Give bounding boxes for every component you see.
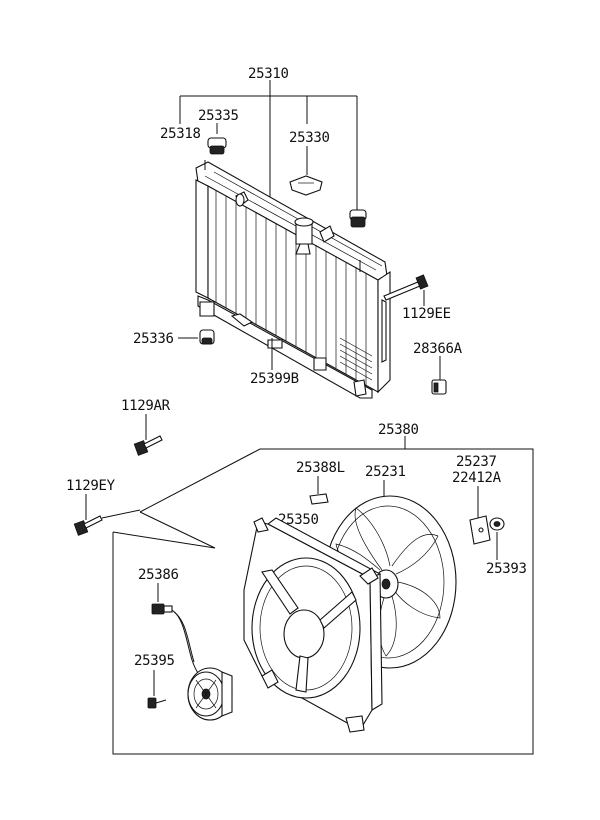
label-1129AR: 1129AR xyxy=(121,398,171,414)
label-25395: 25395 xyxy=(134,653,175,669)
label-25237: 25237 xyxy=(456,454,497,470)
shroud-25350 xyxy=(243,517,383,733)
label-25231: 25231 xyxy=(365,464,406,480)
screw-25395 xyxy=(147,697,167,709)
bolt-1129AR xyxy=(133,435,163,456)
label-25310: 25310 xyxy=(248,66,289,82)
leader-1129EY-link xyxy=(101,509,141,519)
label-25336: 25336 xyxy=(133,331,174,347)
motor-25386 xyxy=(187,667,233,721)
label-25388L: 25388L xyxy=(296,460,345,476)
nut-25393 xyxy=(489,517,505,531)
label-1129EE: 1129EE xyxy=(402,306,451,322)
tag-25388L xyxy=(309,493,329,505)
label-28366A: 28366A xyxy=(413,341,463,357)
label-22412A: 22412A xyxy=(452,470,502,486)
bolt-1129EE xyxy=(383,274,429,301)
leader-25310 xyxy=(179,80,358,210)
assembly-box-25380 xyxy=(112,436,534,755)
label-25380: 25380 xyxy=(378,422,419,438)
cap-25330 xyxy=(289,175,323,196)
label-25318: 25318 xyxy=(160,126,201,142)
label-25386: 25386 xyxy=(138,567,179,583)
radiator-mesh xyxy=(339,337,373,381)
plug-25335 xyxy=(207,137,227,155)
label-25393: 25393 xyxy=(486,561,527,577)
label-25399B: 25399B xyxy=(250,371,299,387)
mount-25336 xyxy=(199,329,215,345)
plug-right xyxy=(349,209,367,228)
label-25335: 25335 xyxy=(198,108,239,124)
radiator-fins xyxy=(215,190,367,385)
label-25330: 25330 xyxy=(289,130,330,146)
label-1129EY: 1129EY xyxy=(66,478,116,494)
radiator-25310 xyxy=(195,160,391,399)
bolt-1129EY xyxy=(73,515,103,536)
clip-28366A xyxy=(431,379,447,395)
